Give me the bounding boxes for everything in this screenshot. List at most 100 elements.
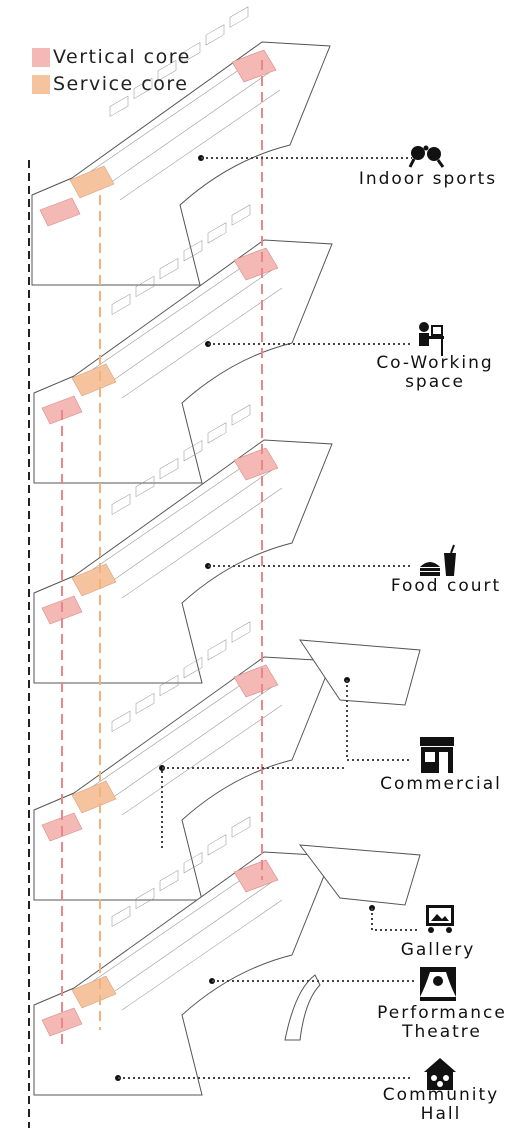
service-core-patch [71, 780, 117, 814]
plate-outline [33, 656, 333, 901]
plate-room [229, 6, 249, 28]
plate-room [135, 692, 155, 715]
paddle-right [427, 147, 441, 161]
label-commercial: Commercial [380, 774, 502, 794]
vertical-core-patch-top [231, 49, 277, 83]
plate-corridor-lines [85, 668, 283, 816]
ping-pong-icon [408, 145, 445, 168]
stage-floor [420, 997, 456, 1001]
visitor-left [428, 927, 434, 933]
vertical-core-patch-top [233, 447, 279, 481]
label-indoor-sports: Indoor sports [358, 169, 498, 189]
visitor-right [446, 927, 452, 933]
plate-room [111, 710, 131, 732]
vertical-core-patch-top [233, 247, 279, 281]
service-core-patch [69, 165, 115, 199]
service-core-label: Service core [53, 73, 189, 95]
framed-picture-icon [426, 905, 454, 933]
roof [424, 1058, 456, 1072]
plate-corridor-lines [85, 251, 283, 399]
desk-top [426, 336, 444, 339]
plate-room [183, 240, 203, 262]
plate-room [159, 869, 179, 892]
straw [450, 544, 455, 554]
paddle-handle-left [408, 158, 416, 168]
vertical-core-label: Vertical core [53, 46, 191, 68]
plate-room [111, 293, 131, 315]
plate-outline [33, 851, 333, 1096]
desk-worker-icon [419, 322, 444, 356]
storefront-icon [420, 737, 454, 773]
bun [420, 562, 440, 567]
mask [433, 976, 443, 986]
label-performance-theatre: Performance Theatre [377, 1003, 507, 1042]
vertical-core-patch-left [39, 197, 81, 227]
curtain-right [446, 972, 456, 997]
door [439, 752, 448, 773]
burger-drink-icon [420, 544, 456, 576]
plate-room [159, 257, 179, 280]
body [419, 333, 429, 346]
plate-room [183, 440, 203, 462]
plate-room [111, 493, 131, 515]
curtain-left [420, 972, 430, 997]
monitor [431, 325, 443, 336]
plate-room [135, 275, 155, 298]
leader-gallery [371, 908, 420, 931]
plate-room [159, 457, 179, 480]
person-a [431, 1075, 437, 1081]
plate-room [181, 42, 201, 64]
plate-outline [33, 239, 333, 484]
mountains [431, 914, 449, 921]
cup [444, 553, 456, 576]
plate-room [231, 204, 251, 226]
plate-room [133, 77, 153, 100]
service-core-patch [71, 563, 117, 597]
awning [420, 737, 454, 746]
service-core-patch [71, 975, 117, 1009]
plate-room [183, 657, 203, 679]
plate-corridor-lines [85, 863, 283, 1011]
theatre-stage-icon [420, 967, 456, 1001]
plate-corridor-lines [83, 53, 281, 201]
plate-room [111, 905, 131, 927]
plate-room [207, 222, 227, 244]
plate-outline [33, 439, 333, 684]
ball [423, 145, 429, 151]
leader-commercial-b [161, 767, 347, 848]
plate-room [231, 404, 251, 426]
window [425, 752, 435, 762]
label-food-court: Food court [390, 576, 502, 596]
legend-vertical-core: Vertical core [32, 46, 232, 68]
plate-outline [31, 41, 331, 286]
plate-room [231, 816, 251, 838]
plate-room [135, 475, 155, 498]
plate-room [109, 95, 129, 117]
bun-bottom [420, 572, 440, 576]
plate-room [207, 834, 227, 856]
plate-room [205, 24, 225, 46]
floor-plate-5 [33, 816, 333, 1096]
plate-room [231, 621, 251, 643]
plate-room [135, 887, 155, 910]
plate-room [207, 639, 227, 661]
legend-service-core: Service core [32, 73, 232, 95]
plate-room [207, 422, 227, 444]
plate-room [159, 674, 179, 697]
patty [420, 568, 440, 571]
leader-commercial-a [346, 680, 412, 761]
gallery-annex-plate [298, 844, 421, 906]
label-co-working: Co-Working space [376, 353, 494, 392]
paddle-left [411, 146, 425, 160]
outdoor-stair-curve [284, 974, 321, 1041]
plate-room [157, 59, 177, 82]
service-core-swatch [32, 74, 50, 94]
commercial-annex-plate [299, 639, 421, 706]
person-b [443, 1075, 449, 1081]
plate-corridor-lines [85, 451, 283, 599]
person-c [437, 1081, 443, 1087]
head [419, 322, 429, 332]
community-people-icon [424, 1058, 456, 1090]
